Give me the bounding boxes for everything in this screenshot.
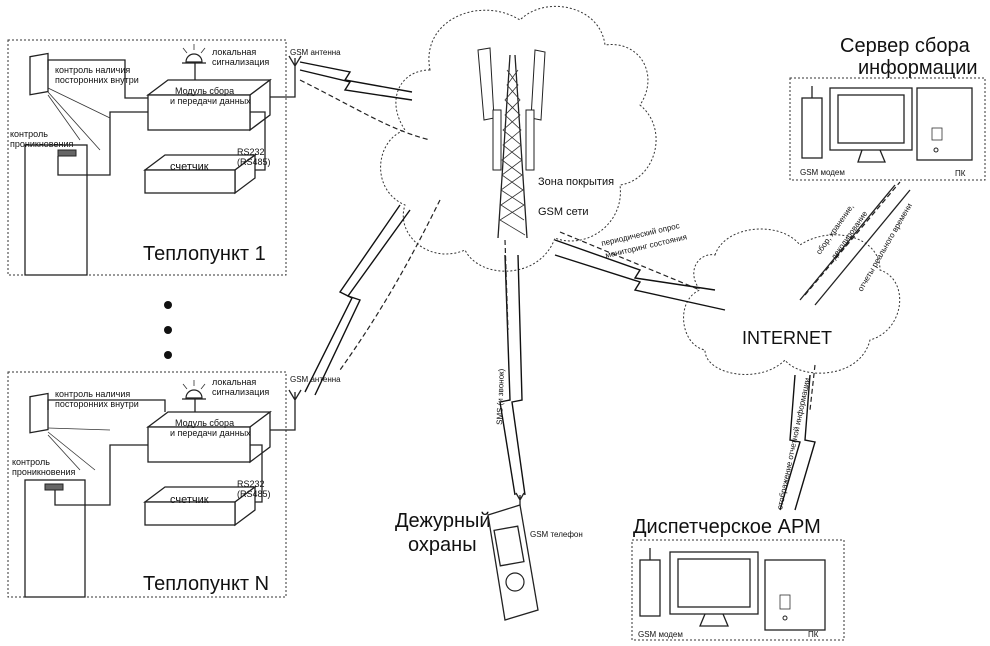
- station-n-title: Теплопункт N: [143, 573, 269, 595]
- intrusion-control-label-n2: проникновения: [12, 467, 75, 477]
- dispatcher-modem-label: GSM модем: [638, 630, 683, 639]
- rs-port-label-n1: RS232: [237, 479, 265, 489]
- dispatcher-pc-label: ПК: [808, 630, 819, 639]
- data-module-1: Модуль сбора и передачи данных: [146, 78, 272, 132]
- rs-port-label-1: RS232: [237, 147, 265, 157]
- phone-antenna-icon: [515, 492, 525, 505]
- station-n: локальная сигнализация контроль наличия …: [7, 371, 341, 598]
- antenna-icon: [288, 55, 302, 72]
- dispatcher-arm: Диспетчерское АРМ GSM модем ПК: [631, 516, 845, 641]
- internet-label: INTERNET: [742, 328, 832, 348]
- local-alarm-label-n1: локальная: [212, 377, 256, 387]
- guard-phone: Дежурный охраны GSM телефон: [395, 492, 583, 621]
- module-label-2: и передачи данных: [170, 96, 251, 106]
- gsm-antenna-label-n: GSM антенна: [290, 375, 341, 384]
- alarm-beacon-icon-n: [182, 380, 206, 400]
- meter-n: счетчик: [143, 485, 257, 527]
- presence-control-label-1: контроль наличия: [55, 65, 130, 75]
- sms-label: SMS (и звонок): [495, 368, 506, 425]
- gsm-zone-label-1: Зона покрытия: [538, 176, 614, 188]
- presence-control-label-2: посторонних внутри: [55, 75, 139, 85]
- internet-cloud: INTERNET: [683, 228, 901, 375]
- link-station1-gsm: [299, 61, 431, 141]
- local-alarm-label-2: сигнализация: [212, 57, 269, 67]
- meter-1: счетчик: [143, 153, 257, 195]
- presence-control-label-n1: контроль наличия: [55, 389, 130, 399]
- rs-port-label-2: (RS485): [237, 157, 271, 167]
- module-label-n1: Модуль сбора: [175, 418, 234, 428]
- ellipsis-dots: [164, 301, 172, 359]
- guard-title-1: Дежурный: [395, 510, 491, 532]
- module-label-1: Модуль сбора: [175, 86, 234, 96]
- server-pc-label: ПК: [955, 169, 966, 178]
- alarm-beacon-icon: [182, 44, 206, 64]
- guard-title-2: охраны: [408, 534, 477, 556]
- server-title-2: информации: [858, 57, 978, 79]
- local-alarm-label-n2: сигнализация: [212, 387, 269, 397]
- meter-label: счетчик: [170, 161, 209, 173]
- antenna-icon-n: [288, 389, 302, 405]
- gsm-zone-label-2: GSM сети: [538, 206, 589, 218]
- server-title-1: Сервер сбора: [840, 35, 971, 57]
- gsm-phone-label: GSM телефон: [530, 530, 583, 539]
- local-alarm-label-1: локальная: [212, 47, 256, 57]
- link-stationN-gsm: [304, 199, 441, 396]
- rs-port-label-n2: (RS485): [237, 489, 271, 499]
- station-1-title: Теплопункт 1: [143, 243, 266, 265]
- link-gsm-guard: SMS (и звонок): [495, 239, 526, 496]
- gsm-antenna-label-1: GSM антенна: [290, 48, 341, 57]
- station-1: локальная сигнализация контроль наличия …: [7, 39, 341, 276]
- gsm-coverage-cloud: Зона покрытия GSM сети: [380, 5, 657, 272]
- intrusion-control-label-1: контроль: [10, 129, 48, 139]
- info-server: Сервер сбора информации GSM модем ПК: [789, 35, 986, 181]
- presence-control-label-n2: посторонних внутри: [55, 399, 139, 409]
- intrusion-control-label-2: проникновения: [10, 139, 73, 149]
- meter-label-n: счетчик: [170, 494, 209, 506]
- dispatcher-title: Диспетчерское АРМ: [633, 516, 821, 538]
- module-label-n2: и передачи данных: [170, 428, 251, 438]
- gsm-tower: [477, 47, 546, 239]
- intrusion-control-label-n1: контроль: [12, 457, 50, 467]
- server-modem-label: GSM модем: [800, 168, 845, 177]
- data-module-n: Модуль сбора и передачи данных: [146, 410, 272, 464]
- link-internet-dispatcher: отображение отчетной информации: [775, 364, 816, 510]
